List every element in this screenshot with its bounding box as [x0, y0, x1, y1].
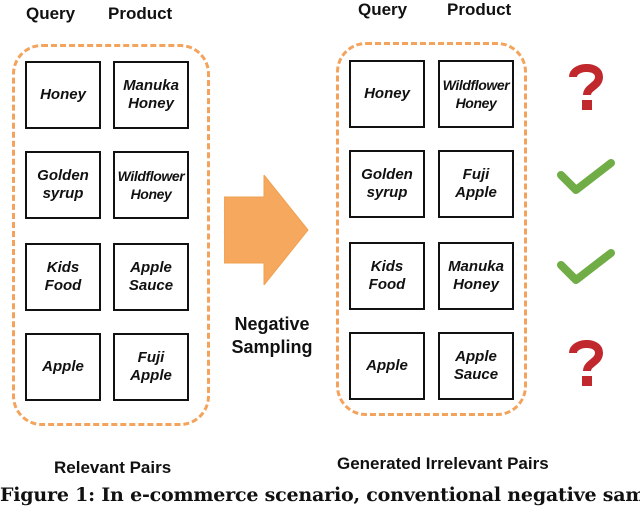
right-query-box-4: Apple — [349, 332, 425, 400]
figure-caption: Figure 1: In e-commerce scenario, conven… — [0, 484, 640, 506]
left-query-header: Query — [26, 4, 76, 23]
right-product-header: Product — [447, 0, 512, 19]
irrelevant-pairs-group — [336, 42, 527, 416]
negative-sampling-arrow-icon — [224, 175, 309, 285]
right-query-header: Query — [358, 0, 408, 19]
right-product-box-1: Wildflower Honey — [438, 60, 514, 128]
right-query-box-2: Golden syrup — [349, 150, 425, 218]
left-query-box-3: Kids Food — [25, 243, 101, 311]
relevant-pairs-group — [12, 44, 210, 426]
right-query-box-3: Kids Food — [349, 242, 425, 310]
right-product-box-2: Fuji Apple — [438, 150, 514, 218]
left-product-box-4: Fuji Apple — [113, 333, 189, 401]
left-product-box-2: Wildflower Honey — [113, 151, 189, 219]
irrelevant-pairs-caption: Generated Irrelevant Pairs — [337, 454, 549, 473]
right-query-box-1: Honey — [349, 60, 425, 128]
left-product-box-1: Manuka Honey — [113, 61, 189, 129]
check-mark-icon — [557, 159, 615, 194]
left-product-header: Product — [108, 4, 173, 23]
relevant-pairs-caption: Relevant Pairs — [54, 458, 172, 477]
check-mark-icon — [557, 249, 615, 284]
right-product-box-3: Manuka Honey — [438, 242, 514, 310]
right-product-box-4: Apple Sauce — [438, 332, 514, 400]
left-product-box-3: Apple Sauce — [113, 243, 189, 311]
left-query-box-4: Apple — [25, 333, 101, 401]
left-query-box-2: Golden syrup — [25, 151, 101, 219]
negative-sampling-label: Negative Sampling — [231, 314, 313, 357]
left-query-box-1: Honey — [25, 61, 101, 129]
question-mark-icon — [569, 340, 604, 386]
question-mark-icon — [569, 64, 604, 110]
